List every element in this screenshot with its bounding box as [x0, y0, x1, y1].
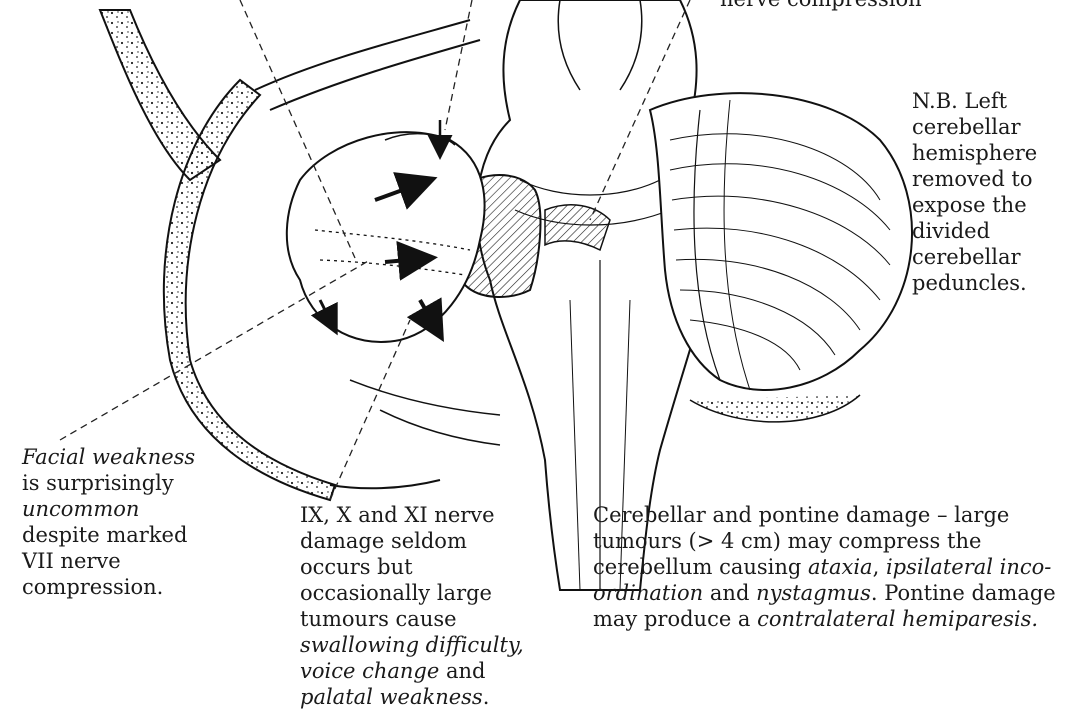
ix-text-3: and [439, 659, 485, 683]
facial-text-1: is surprisingly [22, 471, 174, 495]
tumour [287, 132, 485, 342]
ix-italic-2: voice change [300, 659, 439, 683]
cb-italic-3: nystagmus [756, 581, 871, 605]
cb-italic-4: contralateral hemiparesis. [757, 607, 1038, 631]
cb-text-2: , [873, 555, 886, 579]
ix-text-1: IX, X and XI nerve damage seldom occurs … [300, 503, 495, 631]
nb-text: Left cerebellar hemisphere removed to ex… [912, 89, 1037, 295]
top-caption-fragment: nerve compression [720, 0, 922, 11]
note-lower-cranial-nerves: IX, X and XI nerve damage seldom occurs … [300, 502, 535, 710]
cb-text-3: and [703, 581, 756, 605]
ix-text-4: . [483, 685, 490, 709]
facial-text-2: despite marked VII nerve compression. [22, 523, 187, 599]
ix-italic-3: palatal weakness [300, 685, 483, 709]
note-hemisphere-removed: N.B. Left cerebellar hemisphere removed … [912, 88, 1062, 296]
ix-italic-1: swallowing difficulty, [300, 633, 524, 657]
cb-italic-1: ataxia [808, 555, 873, 579]
note-cerebellar-pontine-damage: Cerebellar and pontine damage – large tu… [593, 502, 1063, 632]
cerebellar-hemisphere [650, 93, 912, 422]
facial-italic-2: uncommon [22, 497, 139, 521]
note-facial-weakness: Facial weakness is surprisingly uncommon… [22, 444, 202, 600]
nb-prefix: N.B. [912, 89, 958, 113]
facial-italic-1: Facial weakness [22, 445, 195, 469]
